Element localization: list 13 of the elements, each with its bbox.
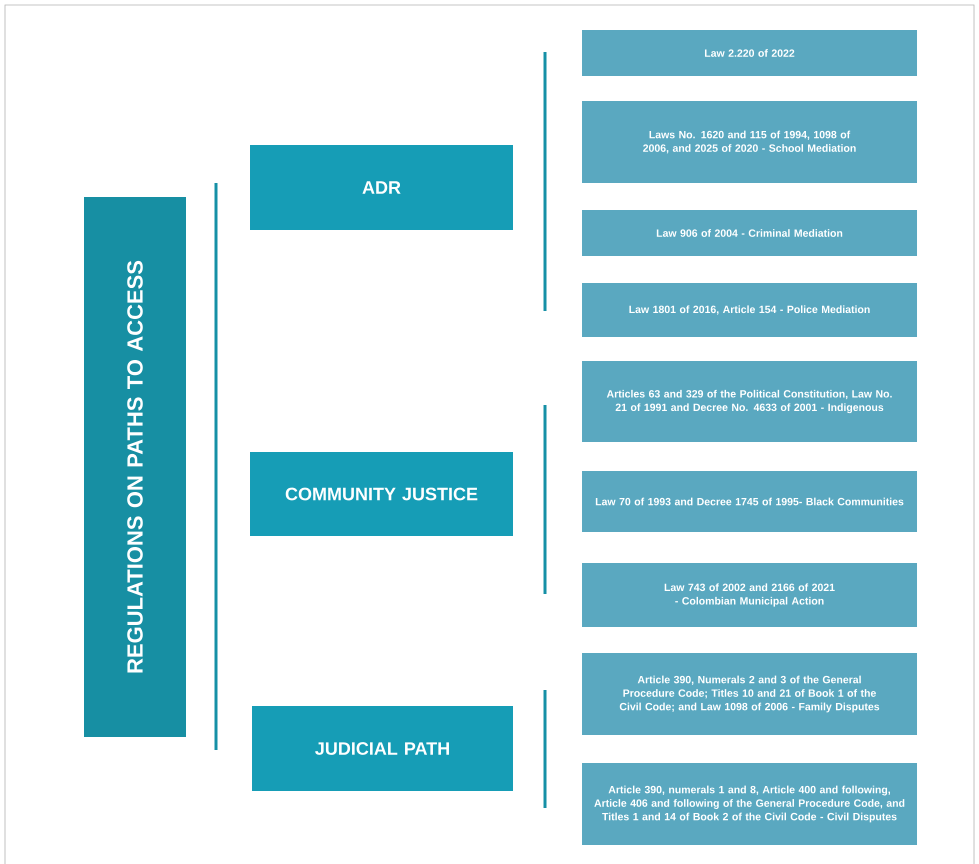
category-box: ADR <box>250 145 513 230</box>
main-box: REGULATIONS ON PATHS TO ACCESS <box>84 197 186 737</box>
law-box: Law 2.220 of 2022 <box>582 30 918 76</box>
law-box: Article 390, Numerals 2 and 3 of the General Procedure Code; Titles 10 and 21 of Book 1 of the Civil Code; and Law 1098 of 2006 - Family Disputes <box>582 653 918 735</box>
category-box: JUDICIAL PATH <box>252 706 513 791</box>
law-box: Law 1801 of 2016, Article 154 - Police Mediation <box>582 283 918 337</box>
law-box: Article 390, numerals 1 and 8, Article 400 and following, Article 406 and following of the General Procedure Code, and Titles 1 and 14 of Book 2 of the Civil Code - Civil Disputes <box>582 763 918 845</box>
law-box: Law 70 of 1993 and Decree 1745 of 1995- Black Communities <box>582 471 918 532</box>
law-box: Law 743 of 2002 and 2166 of 2021 - Colombian Municipal Action <box>582 563 918 627</box>
law-box: Law 906 of 2004 - Criminal Mediation <box>582 210 918 256</box>
law-box: Laws No. 1620 and 115 of 1994, 1098 of 2006, and 2025 of 2020 - School Mediation <box>582 101 918 183</box>
category-box: COMMUNITY JUSTICE <box>250 452 513 536</box>
law-box: Articles 63 and 329 of the Political Constitution, Law No. 21 of 1991 and Decree No. 4633 of 2001 - Indigenous <box>582 361 918 442</box>
